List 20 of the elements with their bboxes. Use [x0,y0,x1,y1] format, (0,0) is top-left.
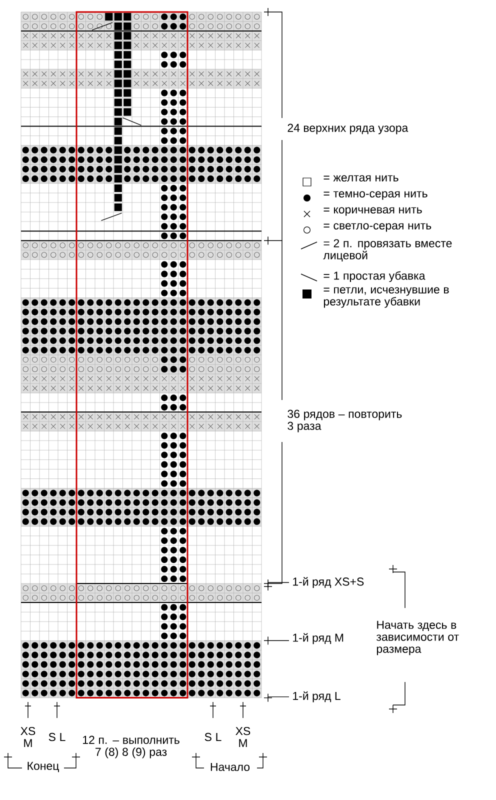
legend-text: = темно-серая нить [324,191,428,200]
legend-text: = коричневая нить [324,207,422,216]
size-label: S L [204,732,222,742]
annotation-text: Начало [210,763,250,772]
annotation-text: 12 п. – выполнить 7 (8) 8 (9) раз [83,736,180,758]
annotation-text: 36 рядов – повторить 3 раза [288,410,402,432]
size-label: XS M [20,727,36,748]
size-label: XS M [236,727,250,748]
legend-text: = 2 п. провязать вместе лицевой [323,239,452,262]
row-label: 1-й ряд M [293,633,344,644]
row-label: 1-й ряд L [293,691,340,702]
annotation-text: 24 верхних ряда узора [288,124,408,134]
legend-text: = 1 простая убавка [324,271,426,282]
legend-text: = петли, исчезнувшие в результате убавки [324,287,449,308]
annotation-text: Конец [28,762,59,772]
size-label: S L [48,732,66,742]
legend-text: = светло-серая нить [324,223,432,232]
annotation-text: Начать здесь в зависимости от размера [376,620,459,656]
row-label: 1-й ряд XS+S [293,577,364,588]
legend-text: = желтая нить [324,175,398,182]
